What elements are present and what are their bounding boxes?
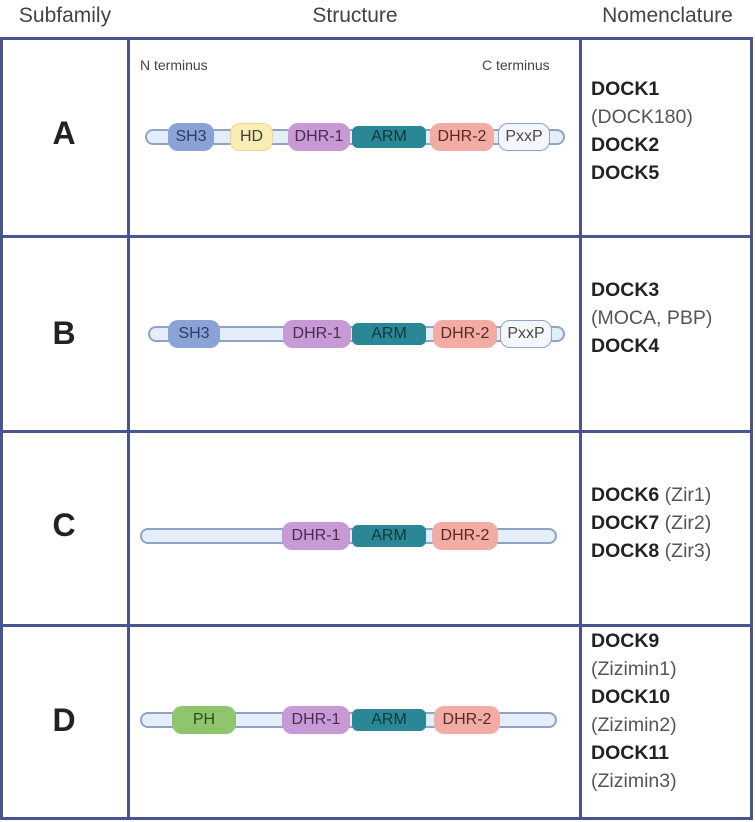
grid-col-line-2 <box>579 37 582 820</box>
dhr1-domain-c: DHR-1 <box>282 522 350 550</box>
dhr1-domain-d: DHR-1 <box>282 706 350 734</box>
dhr2-domain-d: DHR-2 <box>434 706 500 734</box>
grid-right-line <box>750 37 753 820</box>
grid-row-line-2 <box>0 430 753 433</box>
nomenclature-d: DOCK9 (Zizimin1) DOCK10 (Zizimin2) DOCK1… <box>591 630 677 792</box>
dhr1-domain-b: DHR-1 <box>283 320 351 348</box>
hd-domain-a: HD <box>230 123 273 151</box>
header-structure: Structure <box>312 4 398 27</box>
nomenclature-c: DOCK6 (Zir1) DOCK7 (Zir2) DOCK8 (Zir3) <box>591 484 712 562</box>
dhr2-domain-a: DHR-2 <box>430 123 494 151</box>
nomenclature-b: DOCK3 (MOCA, PBP) DOCK4 <box>591 279 713 357</box>
subfamily-d-label: D <box>52 702 76 738</box>
header-subfamily: Subfamily <box>18 4 112 27</box>
header-nomenclature: Nomenclature <box>602 4 733 27</box>
sh3-domain-a: SH3 <box>168 123 214 151</box>
grid-row-line-3 <box>0 624 753 627</box>
grid-left-line <box>0 37 3 820</box>
nomenclature-a: DOCK1 (DOCK180) DOCK2 DOCK5 <box>591 78 693 184</box>
pxxp-motif-b: PxxP <box>500 320 552 348</box>
arm-domain-a: ARM <box>352 126 426 148</box>
arm-domain-d: ARM <box>352 709 426 731</box>
c-terminus-label: C terminus <box>482 57 550 73</box>
grid-bottom-line <box>0 817 753 820</box>
n-terminus-label: N terminus <box>140 57 208 73</box>
dhr2-domain-c: DHR-2 <box>432 522 498 550</box>
subfamily-b-label: B <box>52 315 76 351</box>
grid-col-line-1 <box>127 37 130 820</box>
sh3-domain-b: SH3 <box>168 320 220 348</box>
dhr1-domain-a: DHR-1 <box>288 123 350 151</box>
grid-row-line-1 <box>0 235 753 238</box>
dhr2-domain-b: DHR-2 <box>433 320 497 348</box>
arm-domain-b: ARM <box>352 323 426 345</box>
subfamily-c-label: C <box>52 507 76 543</box>
arm-domain-c: ARM <box>352 525 426 547</box>
grid-top-line <box>0 37 753 40</box>
subfamily-a-label: A <box>52 115 76 151</box>
pxxp-motif-a: PxxP <box>498 123 550 151</box>
ph-domain-d: PH <box>172 706 236 734</box>
